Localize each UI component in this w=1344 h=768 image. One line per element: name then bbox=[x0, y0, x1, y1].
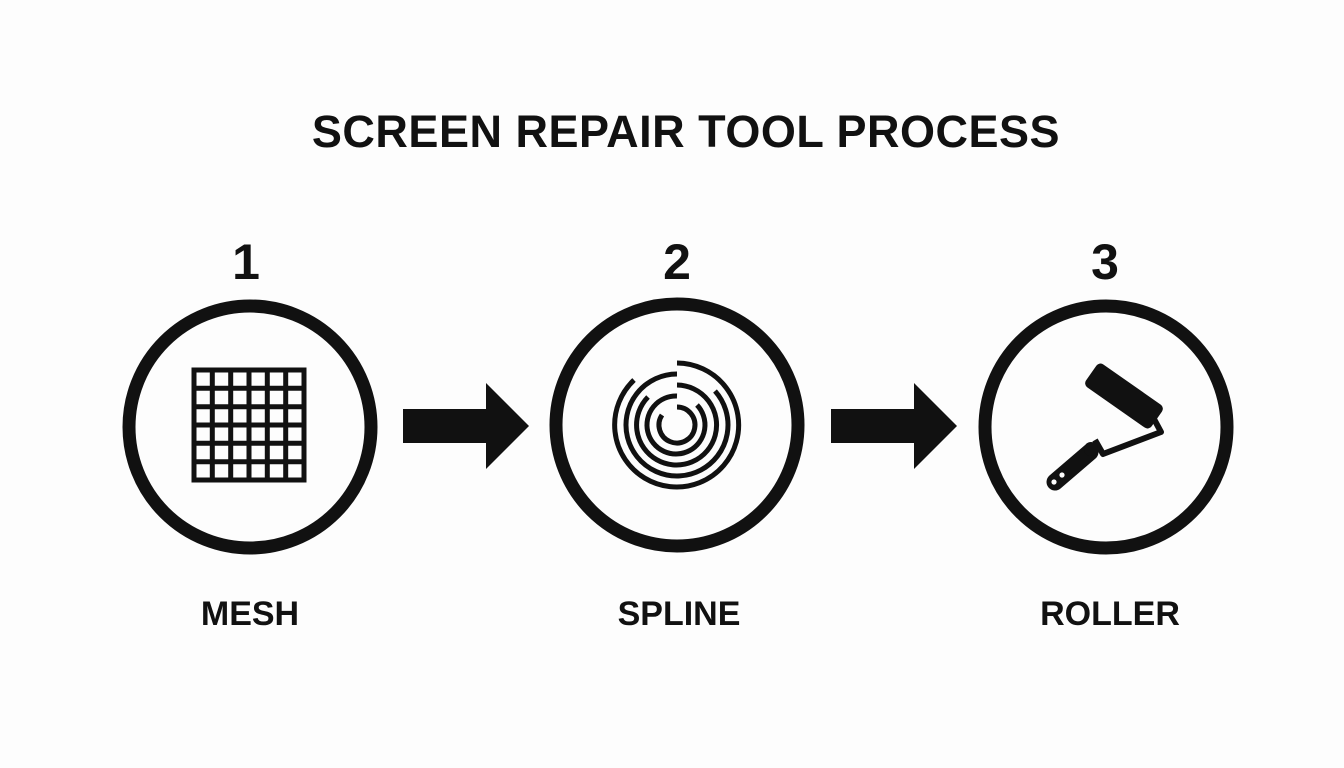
arrow-2-to-3 bbox=[831, 383, 957, 469]
mesh-grid-icon bbox=[191, 367, 307, 483]
step-3-number: 3 bbox=[1091, 234, 1119, 290]
step-2-label: SPLINE bbox=[617, 595, 741, 633]
paint-roller-icon bbox=[1046, 363, 1164, 491]
step-1-number: 1 bbox=[232, 234, 260, 290]
step-1-label: MESH bbox=[200, 595, 300, 633]
step-3-circle bbox=[978, 299, 1234, 555]
step-1-circle bbox=[122, 299, 378, 555]
step-2-circle bbox=[549, 297, 805, 553]
spline-coil-icon bbox=[612, 360, 742, 490]
step-2-number: 2 bbox=[663, 234, 691, 290]
arrow-1-to-2 bbox=[403, 383, 529, 469]
diagram-title: SCREEN REPAIR TOOL PROCESS bbox=[311, 106, 1061, 157]
step-3-label: ROLLER bbox=[1040, 595, 1180, 633]
